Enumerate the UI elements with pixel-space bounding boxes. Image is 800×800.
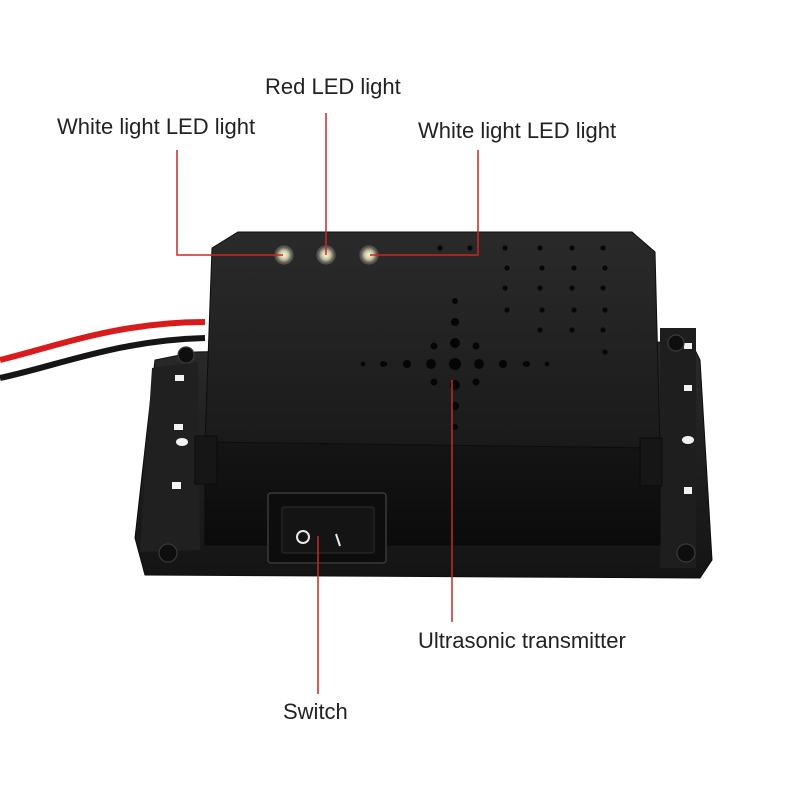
transmitter-hole bbox=[544, 361, 550, 367]
leader-white-right bbox=[370, 150, 479, 256]
white-led-left-label: White light LED light bbox=[57, 114, 256, 139]
grille-hole bbox=[537, 285, 543, 291]
grille-hole bbox=[504, 307, 510, 313]
grille-hole bbox=[467, 245, 473, 251]
plate-holes-right bbox=[682, 343, 694, 494]
grille-hole bbox=[502, 245, 508, 251]
grille-hole bbox=[569, 285, 575, 291]
transmitter-hole bbox=[522, 361, 528, 367]
transmitter-hole bbox=[472, 342, 480, 350]
power-wires bbox=[0, 319, 206, 381]
grille-hole bbox=[602, 307, 608, 313]
plate-holes-left bbox=[172, 375, 188, 489]
transmitter-hole bbox=[449, 358, 461, 370]
grille-hole bbox=[602, 265, 608, 271]
transmitter-hole bbox=[426, 359, 436, 369]
red-led-label: Red LED light bbox=[265, 74, 401, 99]
grille-hole bbox=[537, 327, 543, 333]
grille-hole bbox=[571, 265, 577, 271]
transmitter-hole bbox=[499, 360, 507, 368]
grille-hole bbox=[504, 265, 510, 271]
grille-hole bbox=[569, 327, 575, 333]
plate-screws bbox=[158, 334, 696, 563]
grille-hole bbox=[600, 327, 606, 333]
transmitter-hole bbox=[472, 378, 480, 386]
rocker-switch[interactable] bbox=[267, 492, 387, 564]
grille-hole bbox=[539, 265, 545, 271]
leader-white-left bbox=[176, 150, 283, 256]
transmitter-hole bbox=[452, 298, 458, 304]
grille-hole bbox=[600, 285, 606, 291]
transmitter-hole bbox=[360, 361, 366, 367]
transmitter-hole bbox=[382, 361, 388, 367]
speaker-grille bbox=[437, 245, 608, 355]
grille-hole bbox=[537, 245, 543, 251]
grille-hole bbox=[539, 307, 545, 313]
transmitter-hole bbox=[430, 342, 438, 350]
transmitter-hole bbox=[403, 360, 411, 368]
grille-hole bbox=[600, 245, 606, 251]
white-led-right-label: White light LED light bbox=[418, 118, 617, 143]
switch-label: Switch bbox=[283, 699, 348, 724]
grille-hole bbox=[437, 245, 443, 251]
transmitter-hole bbox=[430, 378, 438, 386]
grille-hole bbox=[569, 245, 575, 251]
red-wire bbox=[0, 319, 206, 363]
leader-lines bbox=[176, 113, 479, 694]
transmitter-hole bbox=[451, 402, 459, 410]
transmitter-hole bbox=[474, 359, 484, 369]
transmitter-hole bbox=[450, 338, 460, 348]
grille-hole bbox=[571, 307, 577, 313]
grille-hole bbox=[602, 349, 608, 355]
transmitter-hole bbox=[451, 318, 459, 326]
device-body bbox=[194, 231, 663, 546]
grille-hole bbox=[502, 285, 508, 291]
black-wire bbox=[0, 335, 206, 381]
ultrasonic-transmitter-label: Ultrasonic transmitter bbox=[418, 628, 626, 653]
transmitter-hole bbox=[452, 424, 458, 430]
